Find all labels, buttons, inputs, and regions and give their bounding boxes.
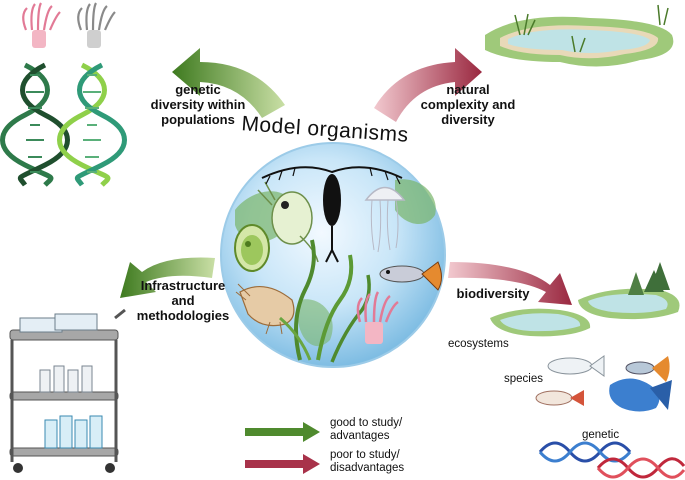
label-biodiversity: biodiversity <box>456 286 530 301</box>
algae-cell-icon <box>234 224 270 272</box>
sea-anemone-pink-icon <box>22 2 61 48</box>
label-infrastructure: Infrastructure and methodologies <box>136 278 230 323</box>
arrow-genetic-diversity <box>172 48 285 118</box>
guppy-icon <box>379 261 442 291</box>
dna-helix-dark-icon <box>0 62 70 187</box>
daphnia-icon <box>257 181 319 263</box>
arrow-infrastructure <box>120 257 215 298</box>
pond-icon <box>485 4 674 67</box>
arrow-biodiversity <box>448 262 572 305</box>
jellyfish-icon <box>364 186 406 253</box>
amphipod-icon <box>235 283 295 335</box>
legend-red-arrow <box>245 454 320 474</box>
label-natural-complexity: natural complexity and diversity <box>420 82 516 127</box>
label-genetic: genetic <box>582 429 620 441</box>
dna-helix-light-icon <box>57 62 127 187</box>
genetic-dna-icon <box>538 441 685 479</box>
legend-poor-label: poor to study/ disadvantages <box>330 449 405 474</box>
sea-anemone-grey-icon <box>77 2 116 48</box>
copepod-icon <box>261 166 403 263</box>
label-ecosystems: ecosystems <box>448 338 509 350</box>
species-fish-icon <box>535 355 672 412</box>
sea-anemone-globe-icon <box>356 291 399 344</box>
label-genetic-diversity: genetic diversity within populations <box>150 82 246 127</box>
ecosystem-ponds-icon <box>490 262 680 337</box>
arrow-natural-complexity <box>374 48 482 122</box>
seagrass-icon <box>279 239 371 363</box>
legend-green-arrow <box>245 422 320 442</box>
legend-good-label: good to study/ advantages <box>330 417 403 442</box>
lab-cart-icon <box>9 308 126 473</box>
label-species: species <box>504 373 543 385</box>
